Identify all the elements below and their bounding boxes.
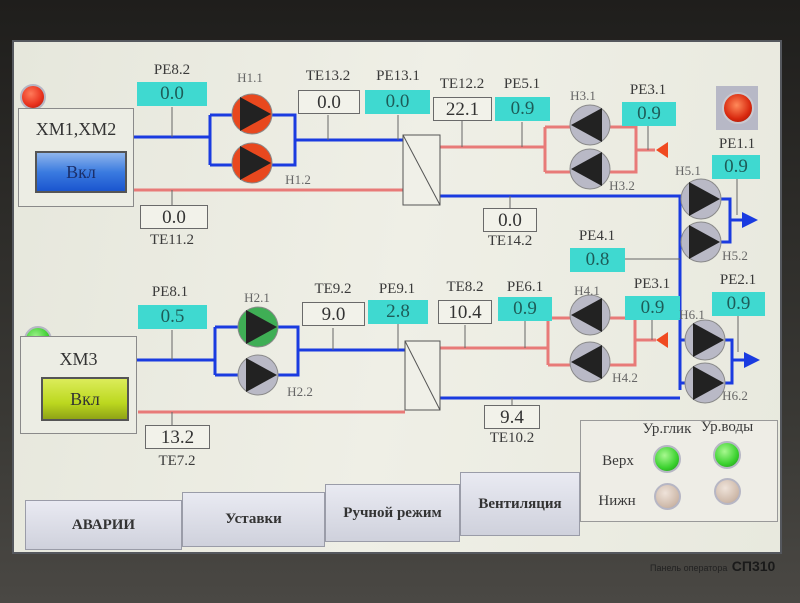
- sensor-value: 0.0: [137, 82, 207, 106]
- pump-tag: Н2.2: [287, 384, 313, 399]
- unit-bottom-panel: ХМ3 Вкл: [20, 336, 137, 434]
- sensor-tag: PE2.1: [719, 272, 757, 288]
- glycol-top-level-led: [653, 445, 681, 473]
- level-col-glycol: Ур.глик: [642, 421, 692, 437]
- sensor-value: 9.0: [302, 302, 365, 326]
- sensor-value: 0.8: [570, 248, 625, 272]
- tab-setpoints[interactable]: Уставки: [182, 492, 325, 547]
- sensor-value: 0.5: [138, 305, 207, 329]
- pump-off-icon[interactable]: [680, 221, 722, 263]
- pump-off-icon[interactable]: [569, 294, 611, 336]
- sensor-tag: TE10.2: [489, 430, 535, 446]
- cold-pipe: [135, 325, 405, 377]
- pump-fault-icon[interactable]: [231, 142, 273, 184]
- sensor-tag: TE13.2: [305, 68, 351, 84]
- sensor-tag: PE8.2: [153, 62, 191, 78]
- sensor-tag: PE8.1: [151, 284, 189, 300]
- sensor-value: 13.2: [145, 425, 210, 449]
- pump-tag: Н2.1: [244, 290, 270, 305]
- heat-exchanger-bottom: [404, 340, 441, 411]
- sensor-tag: PE3.1: [629, 82, 667, 98]
- sensor-tag: TE12.2: [439, 76, 485, 92]
- sensor-tag: TE14.2: [487, 233, 533, 249]
- level-row-bottom: Нижн: [598, 493, 636, 509]
- unit-bottom-name: ХМ3: [59, 349, 98, 369]
- device-model: СП310: [731, 558, 776, 574]
- sensor-value: 0.9: [495, 97, 550, 121]
- hot-supply-arrow-bottom: [656, 332, 668, 348]
- pump-off-icon[interactable]: [237, 354, 279, 396]
- sensor-tag: TE7.2: [158, 453, 196, 469]
- pump-tag: Н6.2: [722, 388, 748, 403]
- unit-top-panel: ХМ1,ХМ2 Вкл: [18, 108, 134, 207]
- sensor-tag: TE9.2: [314, 281, 352, 297]
- unit-top-on-button[interactable]: Вкл: [35, 151, 127, 193]
- pump-off-icon[interactable]: [684, 362, 726, 404]
- heat-exchanger-top: [402, 134, 441, 206]
- sensor-value: 0.9: [625, 296, 680, 320]
- unit-bottom-on-button[interactable]: Вкл: [41, 377, 129, 421]
- pump-running-icon[interactable]: [237, 306, 279, 348]
- sensor-value: 0.0: [298, 90, 360, 114]
- pump-tag: Н3.1: [570, 88, 596, 103]
- sensor-value: 0.9: [622, 102, 676, 126]
- pump-off-icon[interactable]: [680, 178, 722, 220]
- cold-pipe: [132, 113, 405, 167]
- pump-off-icon[interactable]: [569, 104, 611, 146]
- alarm-lamp[interactable]: [722, 92, 754, 124]
- level-indicators-panel: Ур.глик Ур.воды Верх Нижн: [580, 419, 778, 522]
- sensor-tag: PE6.1: [506, 279, 544, 295]
- pump-off-icon[interactable]: [684, 319, 726, 361]
- water-top-level-led: [713, 441, 741, 469]
- sensor-value: 9.4: [484, 405, 540, 429]
- sensor-value: 0.9: [712, 155, 760, 179]
- sensor-value: 10.4: [438, 300, 492, 324]
- pump-tag: Н1.1: [237, 70, 263, 85]
- unit-top-name: ХМ1,ХМ2: [35, 119, 117, 139]
- sensor-tag: TE8.2: [446, 279, 484, 295]
- cold-pipe: [440, 338, 744, 400]
- hot-pipe: [440, 125, 655, 174]
- sensor-value: 22.1: [433, 97, 492, 121]
- pump-tag: Н4.2: [612, 370, 638, 385]
- sensor-value: 0.9: [712, 292, 765, 316]
- sensor-tag: PE9.1: [378, 281, 416, 297]
- tab-alarms[interactable]: АВАРИИ: [25, 500, 182, 550]
- pump-tag: Н5.1: [675, 163, 701, 178]
- sensor-tag: PE3.1: [633, 276, 671, 292]
- sensor-value: 0.0: [365, 90, 430, 114]
- cold-outlet-arrow-top: [742, 212, 758, 228]
- tab-ventilation[interactable]: Вентиляция: [460, 472, 580, 536]
- sensor-value: 0.0: [140, 205, 208, 229]
- pump-fault-icon[interactable]: [231, 93, 273, 135]
- sensor-value: 0.0: [483, 208, 537, 232]
- level-col-water: Ур.воды: [700, 419, 754, 435]
- level-row-top: Верх: [602, 453, 634, 469]
- pump-off-icon[interactable]: [569, 341, 611, 383]
- hot-pipe: [440, 316, 656, 367]
- sensor-tag: PE4.1: [578, 228, 616, 244]
- pump-off-icon[interactable]: [569, 148, 611, 190]
- device-caption: Панель оператора: [650, 563, 728, 573]
- hot-supply-arrow-top: [656, 142, 668, 158]
- tab-manual-mode[interactable]: Ручной режим: [325, 484, 460, 542]
- sensor-value: 0.9: [498, 297, 552, 321]
- sensor-tag: PE1.1: [718, 136, 756, 152]
- sensor-leads: [171, 107, 739, 425]
- unit-top-status-led: [20, 84, 46, 110]
- pump-tag: Н5.2: [722, 248, 748, 263]
- pump-tag: Н6.1: [679, 307, 705, 322]
- device-label: Панель оператора СП310: [650, 558, 775, 576]
- sensor-tag: PE5.1: [503, 76, 541, 92]
- sensor-tag: PE13.1: [376, 68, 420, 84]
- cold-outlet-arrow-bottom: [744, 352, 760, 368]
- pump-tag: Н3.2: [609, 178, 635, 193]
- water-bottom-level-led: [714, 478, 741, 505]
- sensor-tag: TE11.2: [149, 232, 195, 248]
- glycol-bottom-level-led: [654, 483, 681, 510]
- pump-tag: Н4.1: [574, 283, 600, 298]
- sensor-value: 2.8: [368, 300, 428, 324]
- pump-tag: Н1.2: [285, 172, 311, 187]
